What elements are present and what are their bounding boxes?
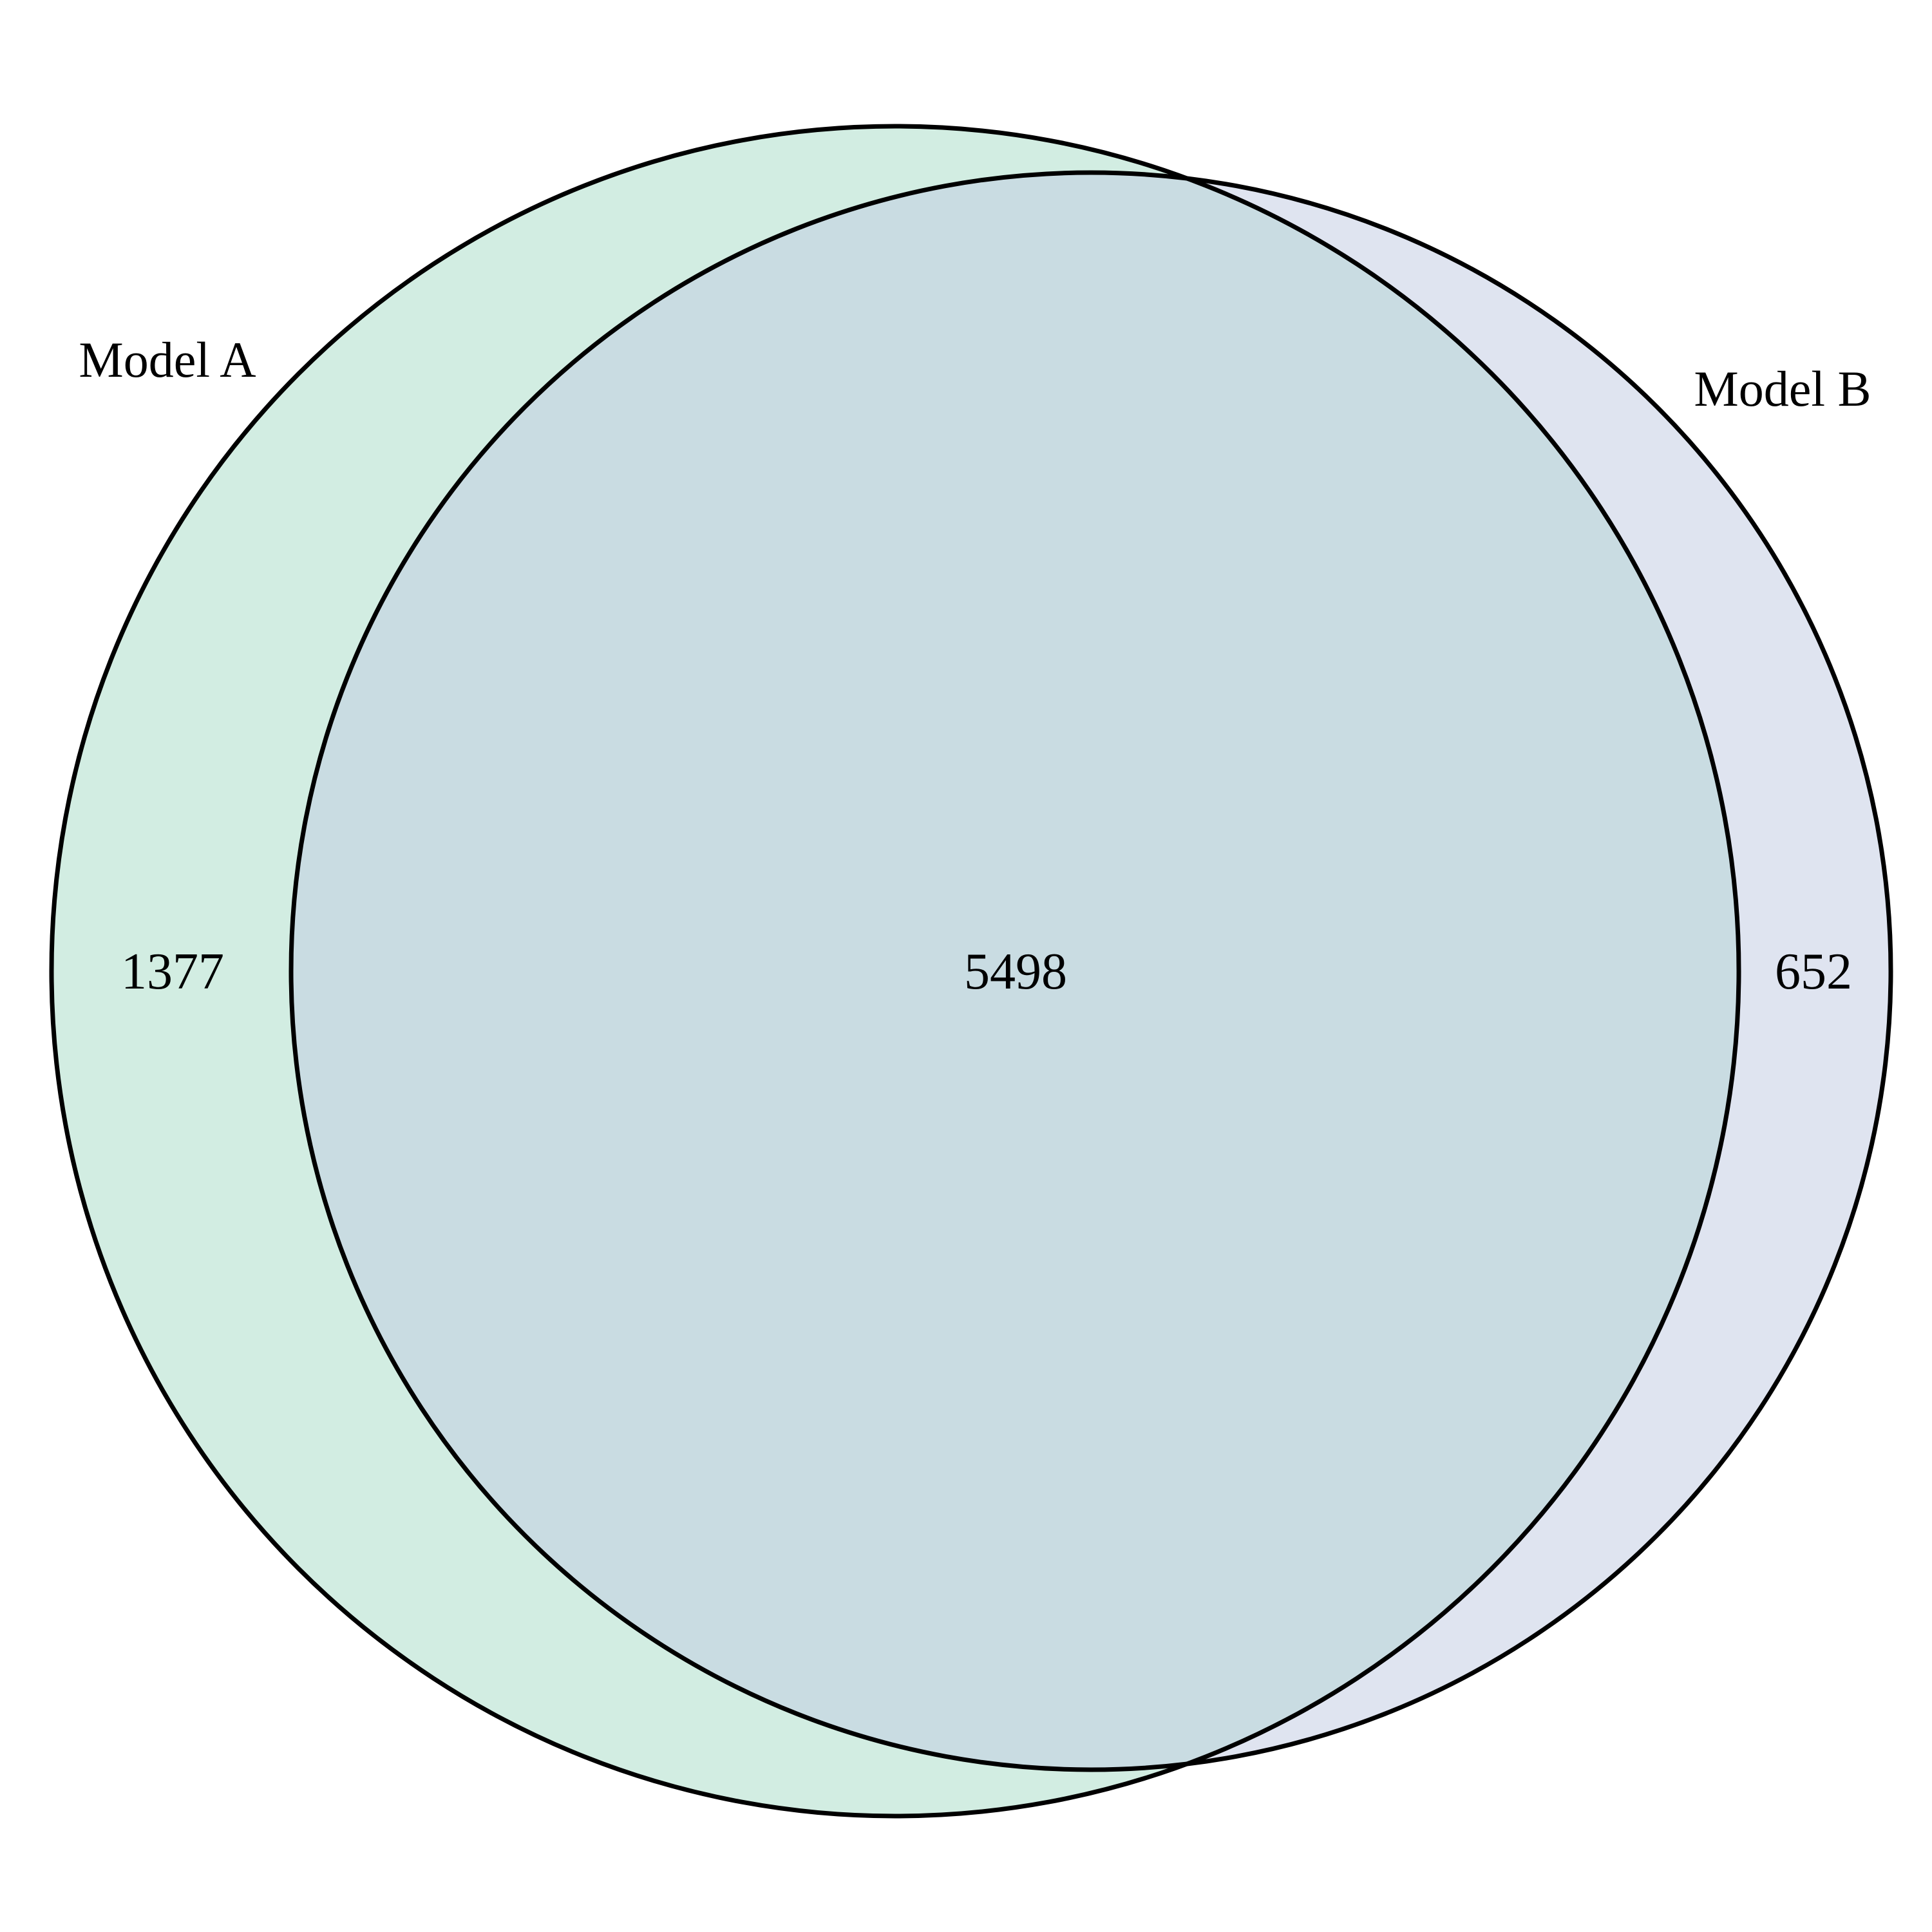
intersection-region: [291, 173, 1739, 1770]
intersection-count: 5498: [964, 943, 1067, 1000]
model-b-outline: [289, 170, 1893, 1772]
model-b-only-count: 652: [1775, 943, 1852, 1000]
model-b-label: Model B: [1694, 361, 1871, 417]
model-a-label: Model A: [79, 332, 256, 388]
model-a-only-count: 1377: [121, 943, 224, 1000]
model-a-outline: [49, 124, 1741, 1819]
